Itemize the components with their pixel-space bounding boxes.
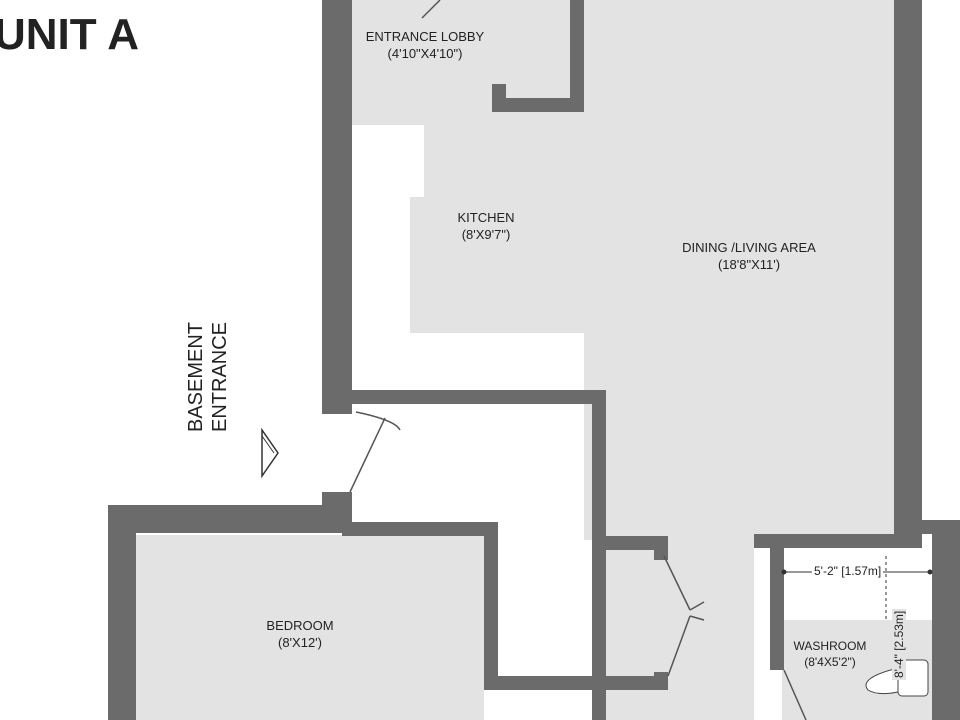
room-label-washroom: WASHROOM (8'4X5'2") [784,638,876,670]
room-name: WASHROOM [793,639,867,653]
room-size: (8'4X5'2") [804,655,856,669]
doors [349,0,807,720]
basement-entrance-line2: ENTRANCE [209,321,231,432]
basement-entrance-line1: BASEMENT [185,321,207,432]
basement-entrance-arrow-icon [261,427,279,479]
washroom-height-dimension: 8'-4" [2.53m] [892,608,906,680]
room-size: (8'X12') [278,635,322,650]
kitchen-floor [410,125,584,333]
kitchen-counters [356,125,924,620]
room-size: (8'X9'7") [461,227,511,242]
room-size: (4'10"X4'10") [387,46,463,61]
room-fills [136,0,932,720]
basement-entrance-label: BASEMENT ENTRANCE [184,292,232,432]
room-label-kitchen: KITCHEN (8'X9'7") [436,209,536,243]
bedroom-floor [136,535,484,720]
washroom-width-dimension: 5'-2" [1.57m] [812,564,884,578]
room-size: (18'8"X11') [717,257,781,272]
walls [108,0,960,720]
room-name: DINING /LIVING AREA [682,240,816,255]
room-name: ENTRANCE LOBBY [365,29,485,44]
unit-title: UNIT A [0,10,140,59]
room-label-dining-living: DINING /LIVING AREA (18'8"X11') [656,239,842,273]
room-name: KITCHEN [457,210,515,225]
room-label-entrance-lobby: ENTRANCE LOBBY (4'10"X4'10") [352,28,498,62]
room-label-bedroom: BEDROOM (8'X12') [250,617,350,651]
dining-living-lower-floor [604,390,754,720]
room-name: BEDROOM [266,618,334,633]
